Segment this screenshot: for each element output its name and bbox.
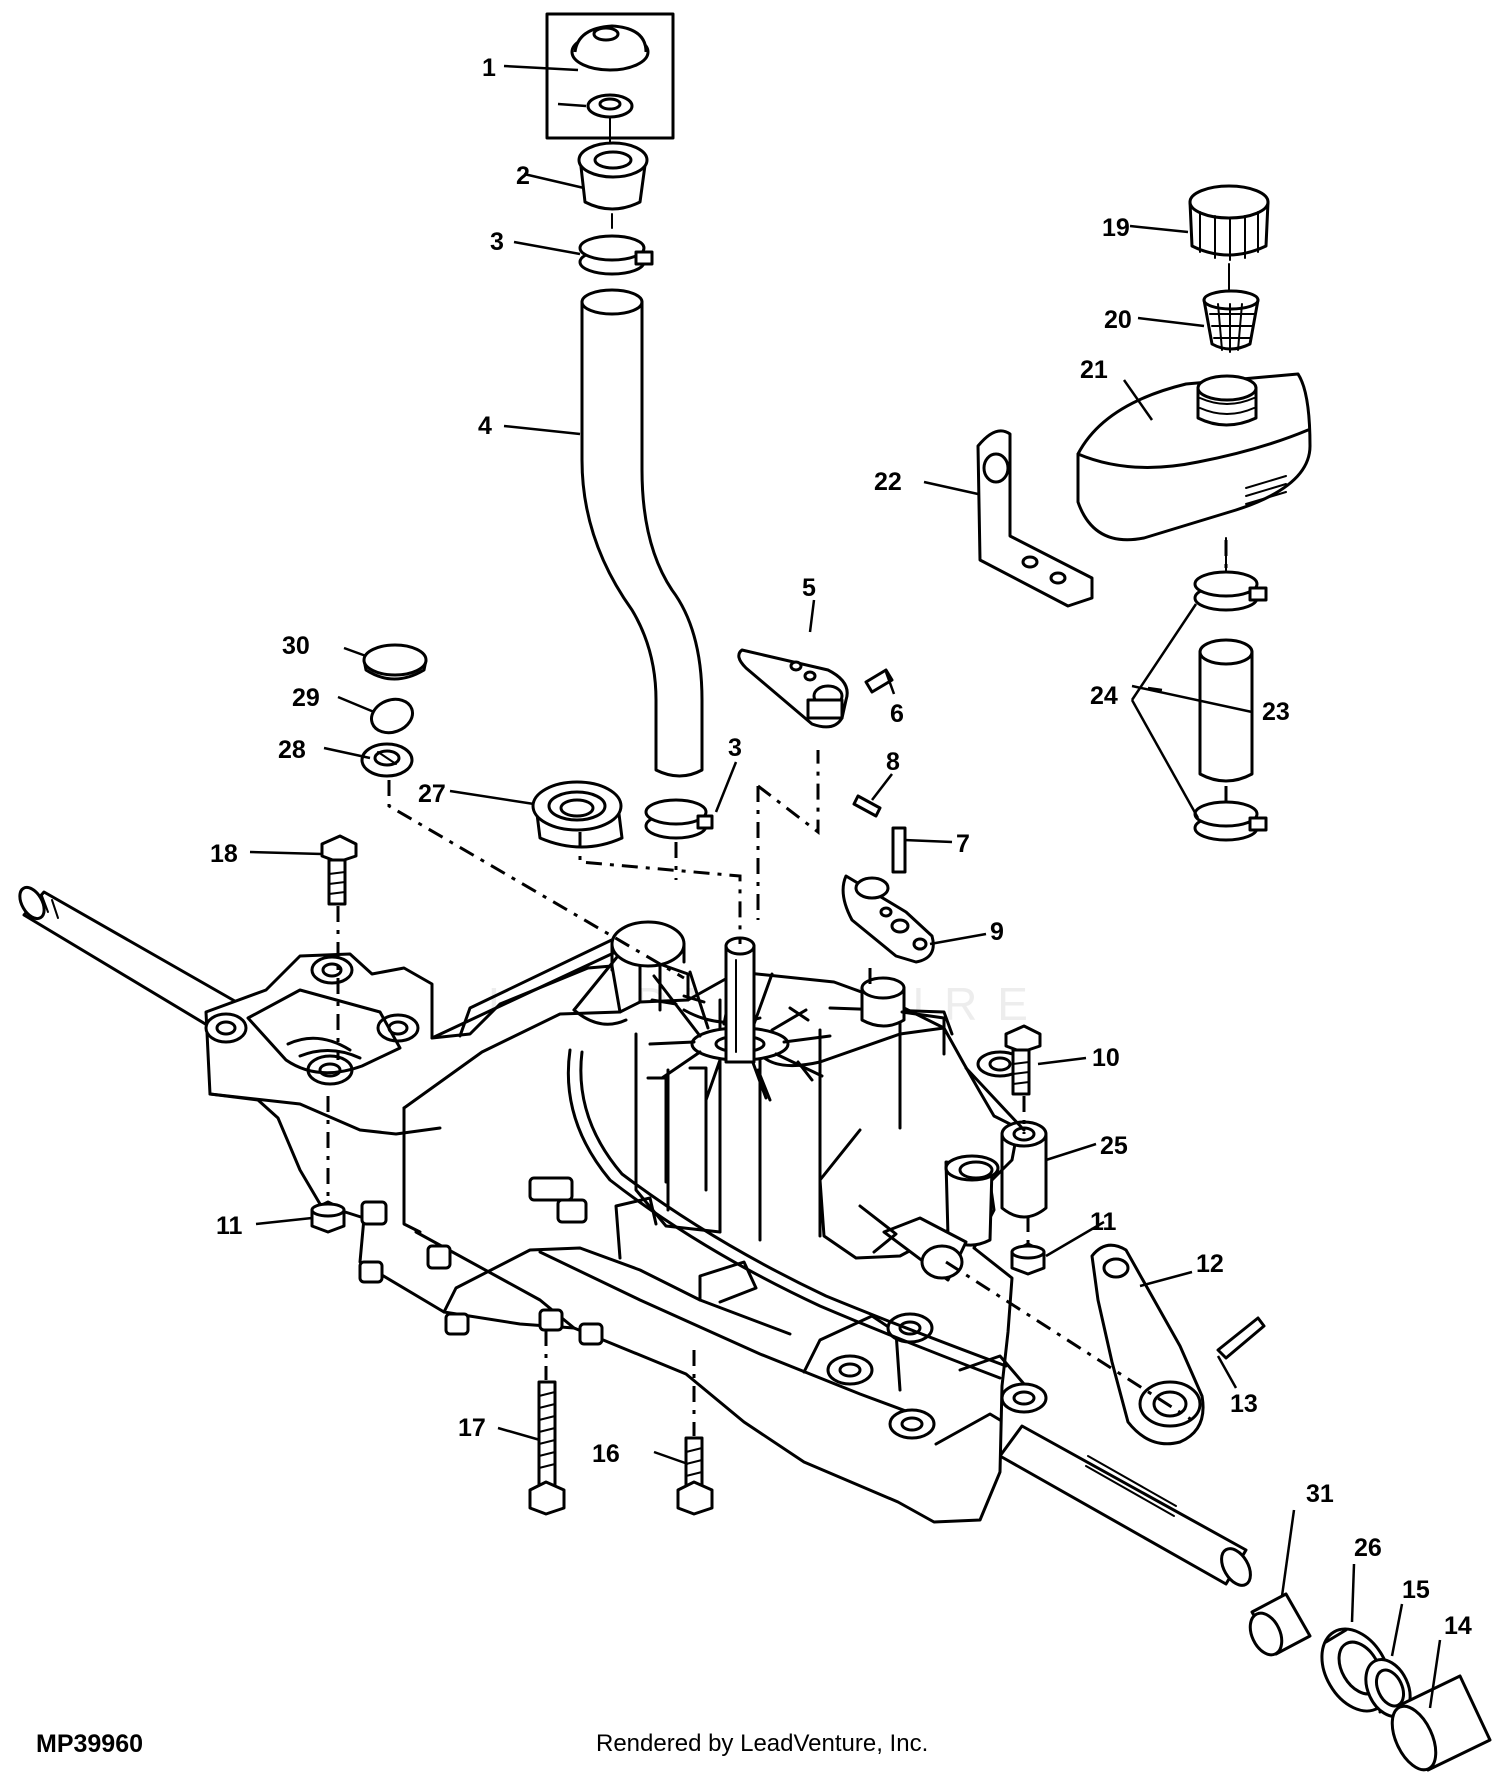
- control-arm-lower: [841, 874, 935, 964]
- callout-9: 9: [990, 918, 1004, 946]
- reservoir-bracket: [976, 429, 1094, 608]
- render-credit: Rendered by LeadVenture, Inc.: [596, 1730, 929, 1757]
- retaining-disc: [370, 697, 414, 735]
- callout-12: 12: [1196, 1250, 1224, 1278]
- bearing: [531, 780, 624, 849]
- hose-clamp-reservoir-lower: [1193, 800, 1268, 842]
- callout-11-right: 11: [1090, 1208, 1117, 1236]
- reservoir-cap: [1188, 184, 1270, 261]
- pin-upper: [864, 668, 894, 694]
- callout-11-left: 11: [216, 1212, 243, 1240]
- transaxle-housing: [18, 885, 1252, 1587]
- axle-washer: [1364, 1658, 1412, 1718]
- callout-17: 17: [458, 1414, 486, 1442]
- callout-14: 14: [1444, 1612, 1472, 1640]
- axle-spacer: [1390, 1674, 1492, 1772]
- spring-pin: [852, 794, 882, 818]
- assembly-lines: [326, 540, 1228, 1436]
- callout-19: 19: [1102, 214, 1130, 242]
- callout-10: 10: [1092, 1044, 1120, 1072]
- callout-16: 16: [592, 1440, 620, 1468]
- hose-clamp-lower: [644, 798, 714, 840]
- reservoir-strainer: [1202, 289, 1260, 353]
- callout-4: 4: [478, 412, 492, 440]
- shift-arm-pin: [1216, 1316, 1266, 1360]
- callout-numbers: 1 2 3 4 19 20 21 22 23 24 5 6 8 7 9 3 27…: [210, 54, 1472, 1640]
- leader-lines: [249, 64, 1442, 1709]
- callout-23: 23: [1262, 698, 1290, 726]
- callout-1: 1: [482, 54, 496, 82]
- callout-27: 27: [418, 780, 446, 808]
- control-arm-upper: [737, 648, 849, 729]
- roll-pin: [891, 826, 907, 874]
- shaft-seal: [360, 742, 414, 778]
- flange-nut-right: [1010, 1242, 1046, 1276]
- filler-neck-adapter: [577, 141, 649, 211]
- hose-clamp-upper: [578, 234, 654, 276]
- bolt-long: [528, 1380, 566, 1516]
- fill-cap-kit: [545, 12, 675, 140]
- callout-3: 3: [490, 228, 504, 256]
- callout-6: 6: [890, 700, 904, 728]
- cap-screw-right: [1004, 1024, 1042, 1096]
- callout-7: 7: [956, 830, 970, 858]
- figure-code: MP39960: [36, 1730, 144, 1758]
- bolt-short: [676, 1436, 714, 1516]
- callout-21: 21: [1080, 356, 1108, 384]
- callout-5: 5: [802, 574, 816, 602]
- reservoir-hose: [1198, 638, 1254, 783]
- fill-tube: [580, 288, 704, 778]
- callout-20: 20: [1104, 306, 1132, 334]
- reservoir-tank: [1076, 372, 1312, 542]
- callout-13: 13: [1230, 1390, 1258, 1418]
- cap-plug: [362, 643, 428, 681]
- callout-24: 24: [1090, 682, 1118, 710]
- callout-30: 30: [282, 632, 310, 660]
- callout-25: 25: [1100, 1132, 1128, 1160]
- axle-bushing: [1248, 1592, 1312, 1657]
- flange-nut-left: [310, 1200, 346, 1234]
- callout-28: 28: [278, 736, 306, 764]
- callout-2: 2: [516, 162, 530, 190]
- cap-screw-top-left: [320, 834, 358, 906]
- callout-26: 26: [1354, 1534, 1382, 1562]
- callout-22: 22: [874, 468, 902, 496]
- callout-3-lower: 3: [728, 734, 742, 762]
- hose-clamp-reservoir-upper: [1193, 570, 1268, 612]
- callout-18: 18: [210, 840, 238, 868]
- callout-29: 29: [292, 684, 320, 712]
- callout-31: 31: [1306, 1480, 1334, 1508]
- callout-8: 8: [886, 748, 900, 776]
- callout-15: 15: [1402, 1576, 1430, 1604]
- shift-arm: [1090, 1243, 1205, 1446]
